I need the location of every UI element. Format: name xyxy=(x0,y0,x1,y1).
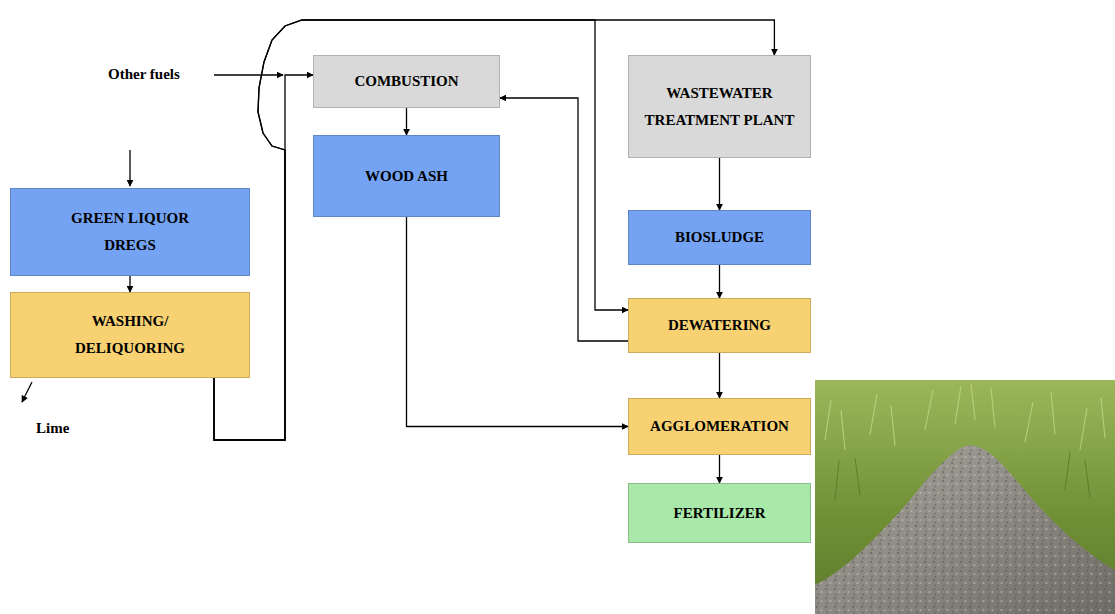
flow-arrow xyxy=(719,353,720,398)
product-box: FERTILIZER xyxy=(628,483,811,543)
box-label: WOOD ASH xyxy=(365,163,448,190)
box-label: WASTEWATER TREATMENT PLANT xyxy=(645,80,795,134)
box-label: AGGLOMERATION xyxy=(650,413,789,440)
material-box: BIOSLUDGE xyxy=(628,210,811,265)
flow-arrow xyxy=(406,108,407,135)
flow-arrow xyxy=(129,276,130,292)
treatment-box: DEWATERING xyxy=(628,298,811,353)
box-label: GREEN LIQUOR DREGS xyxy=(55,205,205,259)
treatment-box: WASHING/ DELIQUORING xyxy=(10,292,250,378)
flow-arrow xyxy=(719,455,720,483)
gravel-pile-photo xyxy=(815,380,1115,614)
flow-arrow xyxy=(719,158,720,210)
box-label: WASHING/ DELIQUORING xyxy=(55,308,205,362)
treatment-box: AGGLOMERATION xyxy=(628,398,811,455)
output-label: Lime xyxy=(36,420,69,437)
input-label: Other fuels xyxy=(108,66,180,83)
flow-arrow xyxy=(214,20,628,440)
process-box: COMBUSTION xyxy=(313,55,500,108)
material-box: GREEN LIQUOR DREGS xyxy=(10,188,250,276)
flow-arrow xyxy=(407,217,629,427)
process-box: WASTEWATER TREATMENT PLANT xyxy=(628,55,811,158)
box-label: DEWATERING xyxy=(668,312,771,339)
flow-arrow xyxy=(719,265,720,298)
box-label: FERTILIZER xyxy=(674,500,766,527)
box-label: BIOSLUDGE xyxy=(675,224,764,251)
box-label: COMBUSTION xyxy=(354,68,458,95)
flow-arrow xyxy=(500,98,628,341)
material-box: WOOD ASH xyxy=(313,135,500,217)
